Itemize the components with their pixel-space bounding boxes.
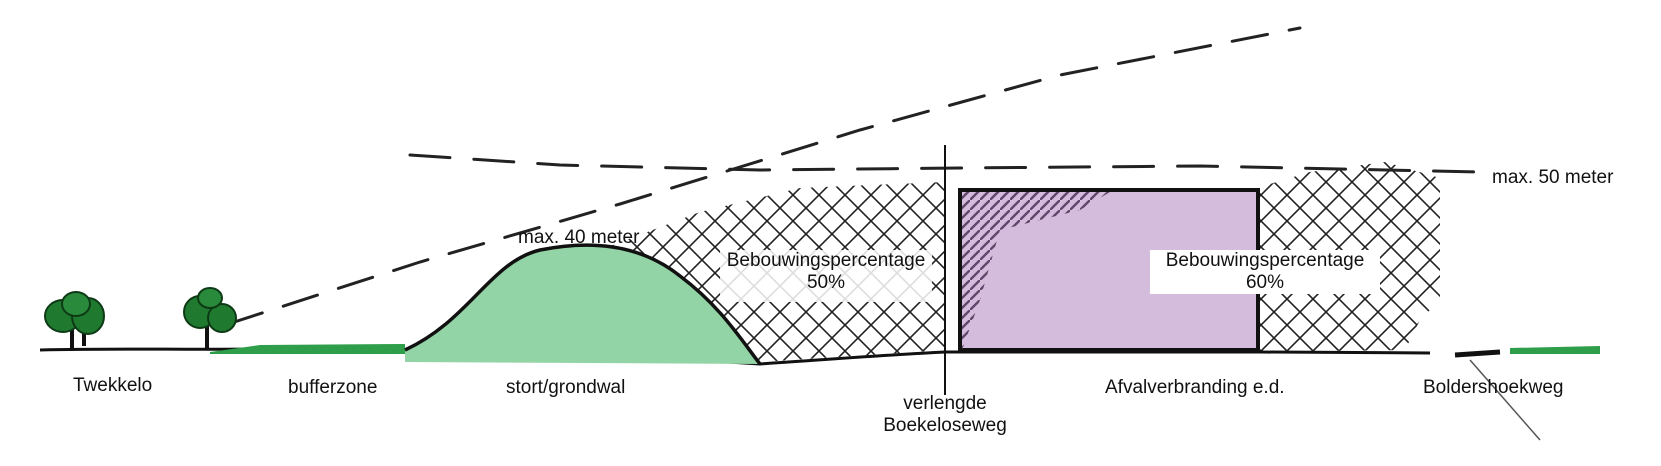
label-verlengde-boekeloseweg: verlengde Boekeloseweg: [870, 393, 1020, 437]
verlengde-line1: verlengde: [903, 393, 987, 414]
label-bebouwingspercentage-50: Bebouwingspercentage 50%: [710, 250, 942, 294]
label-bufferzone: bufferzone: [288, 377, 378, 398]
verlengde-line2: Boekeloseweg: [883, 415, 1007, 436]
label-twekkelo: Twekkelo: [73, 375, 153, 396]
pct-bg-50: [720, 250, 932, 302]
label-afvalverbranding: Afvalverbranding e.d.: [1105, 377, 1285, 398]
pct-50-value: 50%: [806, 272, 846, 293]
green-strip-right: [1510, 346, 1600, 354]
label-bebouwingspercentage-60: Bebouwingspercentage 60%: [1150, 250, 1380, 294]
pct-60-title: Bebouwingspercentage: [1165, 250, 1365, 271]
hill-mound: [405, 245, 760, 364]
label-stort-grondwal: stort/grondwal: [506, 377, 626, 398]
label-max-50-meter: max. 50 meter: [1492, 167, 1614, 188]
tree-icon-right: [183, 287, 237, 348]
envelope-line-long: [226, 26, 1302, 326]
building-dark-corner: [962, 192, 1110, 350]
envelope-line-horizontal: [408, 153, 1482, 174]
tree-icon-left: [44, 291, 105, 348]
hill-outline: [404, 243, 762, 366]
diagonal-line-boldershoekweg: [1469, 359, 1541, 441]
pct-50-title: Bebouwingspercentage: [726, 250, 926, 271]
road-mark-right: [1454, 349, 1501, 358]
label-max-40-meter: max. 40 meter: [518, 227, 640, 248]
label-boldershoekweg: Boldershoekweg: [1423, 377, 1564, 398]
pct-60-value: 60%: [1245, 272, 1285, 293]
green-strip-left: [210, 344, 405, 354]
